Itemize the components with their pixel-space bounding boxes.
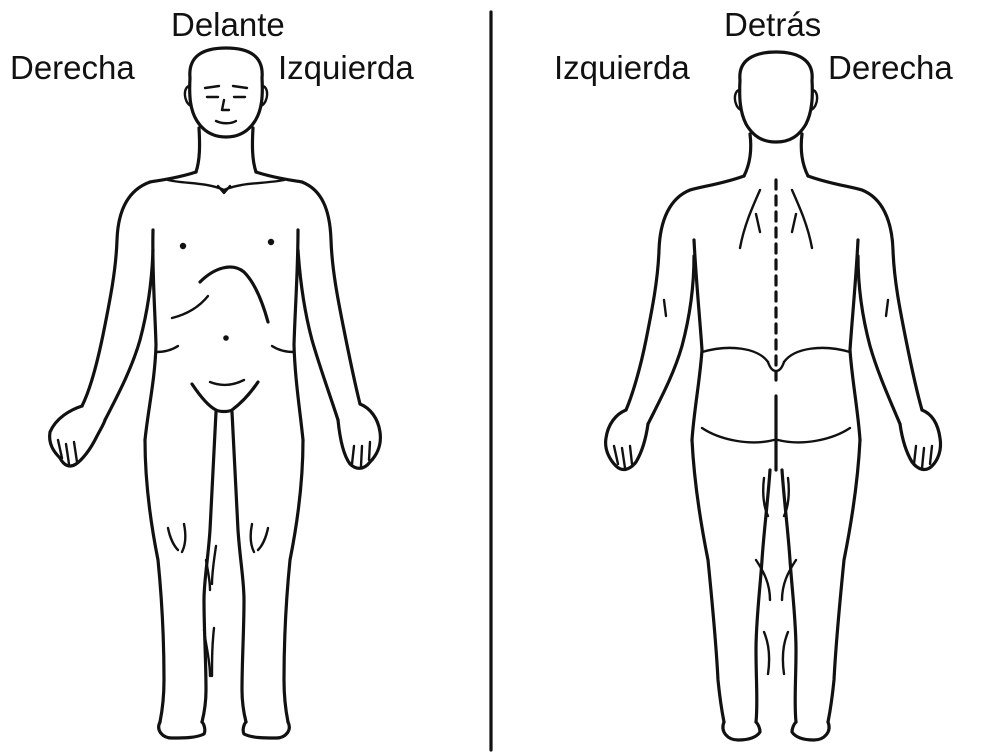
back-outer-leg-left: [690, 438, 726, 724]
front-foot-right: [157, 720, 207, 740]
back-hand-left: [604, 408, 650, 472]
front-nose: [220, 98, 231, 112]
front-figure: [48, 46, 382, 740]
back-neck-left: [742, 132, 753, 178]
back-figure: [604, 50, 943, 742]
front-hand-right: [48, 404, 107, 468]
front-trapezius-left: [254, 170, 304, 184]
front-rib-arch: [198, 265, 270, 324]
back-shoulder-left: [688, 174, 746, 192]
front-inner-arm-left: [296, 248, 340, 422]
back-elbow-right: [884, 298, 890, 318]
back-hand-right: [898, 408, 943, 472]
back-fingers-right: [912, 444, 934, 470]
back-calf-right: [780, 558, 798, 676]
front-trapezius-right: [148, 170, 198, 184]
back-lower-back: [700, 346, 852, 364]
front-left-side-label: Izquierda: [278, 49, 414, 86]
front-torso-right: [143, 228, 158, 442]
back-fingers-left: [612, 444, 634, 470]
back-spine-curve: [766, 360, 786, 373]
front-outer-leg-left: [282, 438, 305, 724]
front-head: [188, 46, 264, 139]
front-groin: [190, 380, 260, 414]
back-elbow-left: [662, 298, 668, 318]
back-inner-arm-right: [856, 254, 902, 426]
front-knee-right: [166, 522, 187, 554]
back-inner-leg-right: [780, 468, 798, 724]
back-outer-leg-right: [826, 438, 862, 724]
back-scapula-right: [790, 188, 814, 250]
front-eyebrow-right: [203, 84, 221, 90]
front-outer-arm-right: [80, 180, 152, 408]
front-belly-line: [208, 378, 246, 386]
back-foot-right: [790, 720, 831, 742]
front-eyebrow-left: [231, 84, 249, 90]
front-rib-line-right: [170, 294, 210, 320]
back-shoulder-right: [806, 174, 864, 192]
front-navel: [223, 335, 229, 341]
front-inner-arm-right: [103, 248, 155, 422]
back-calf-left: [754, 558, 772, 676]
front-knee-left: [249, 522, 270, 554]
front-ear-right: [183, 84, 193, 108]
front-mouth: [214, 119, 238, 125]
back-view-title: Detrás: [724, 6, 822, 43]
front-inner-leg-right: [200, 410, 218, 724]
front-neck-right: [194, 126, 202, 174]
front-shin-gap: [202, 626, 216, 678]
front-hand-left: [336, 402, 382, 470]
front-fingers-right: [56, 438, 79, 466]
back-ear-left: [733, 88, 743, 112]
back-scapula-mark-right: [790, 212, 798, 234]
front-clavicles: [166, 178, 286, 192]
front-hip-line-right: [154, 344, 180, 354]
front-knee-gap: [204, 544, 218, 592]
back-neck-right: [799, 132, 810, 178]
front-fingers-left: [350, 440, 372, 468]
back-torso-right: [848, 238, 862, 442]
front-foot-left: [241, 720, 291, 740]
back-foot-left: [721, 720, 762, 742]
back-left-side-label: Izquierda: [554, 49, 690, 86]
front-nipple-right: [179, 242, 187, 250]
back-knee-right: [782, 476, 790, 518]
front-outer-leg-right: [143, 438, 166, 724]
front-right-side-label: Derecha: [10, 49, 135, 86]
back-right-side-label: Derecha: [828, 49, 953, 86]
back-inner-arm-left: [646, 254, 696, 426]
front-neck-left: [250, 126, 258, 174]
back-inner-leg-left: [754, 468, 772, 724]
front-ear-left: [259, 84, 269, 108]
back-outer-arm-left: [624, 188, 692, 412]
front-inner-leg-left: [230, 410, 248, 724]
back-outer-arm-right: [860, 188, 924, 412]
back-gluteal-line: [700, 426, 852, 444]
back-knee-left: [762, 476, 770, 518]
back-scapula-left: [738, 188, 762, 250]
front-sternal-notch: [216, 184, 232, 195]
back-scapula-mark-left: [754, 212, 762, 234]
front-torso-left: [292, 228, 305, 442]
back-ear-right: [809, 88, 819, 112]
back-head: [738, 50, 814, 144]
front-view-title: Delante: [171, 6, 285, 43]
front-outer-arm-left: [300, 180, 362, 406]
back-torso-left: [690, 238, 704, 442]
front-nipple-left: [267, 238, 275, 246]
front-hip-line-left: [270, 344, 296, 354]
